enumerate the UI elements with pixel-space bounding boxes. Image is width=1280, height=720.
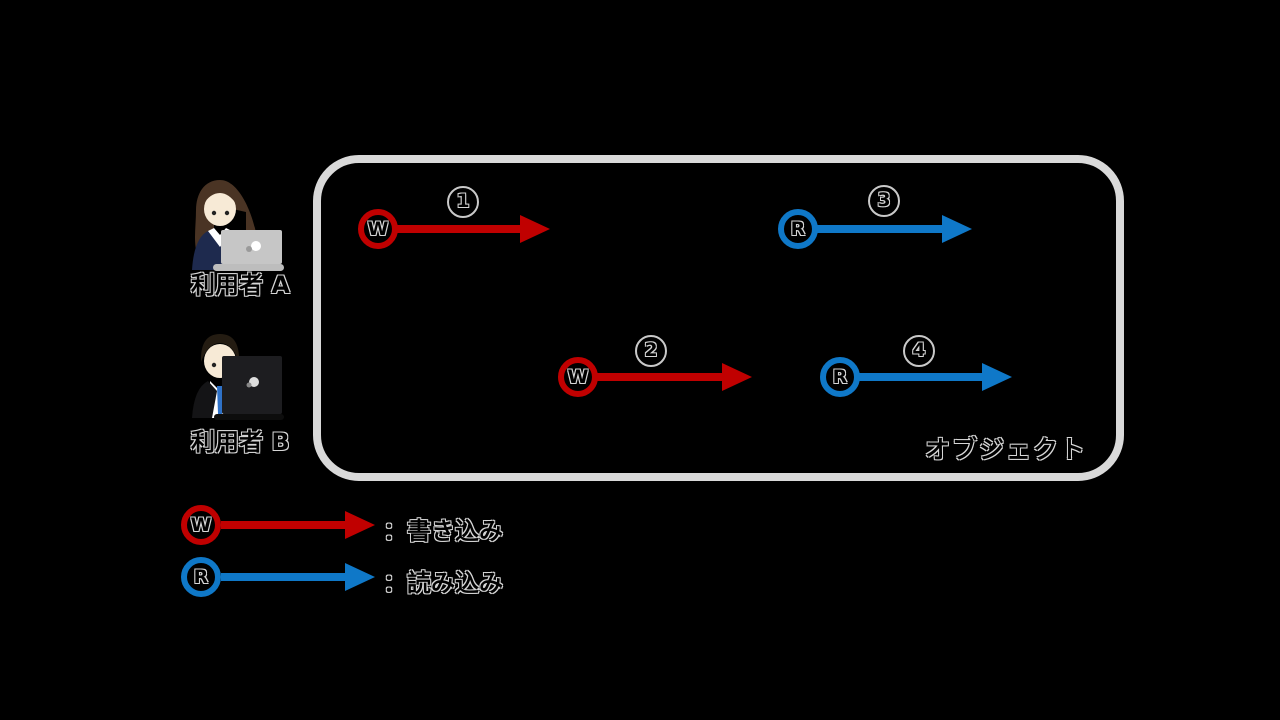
arrow-head-icon — [942, 215, 972, 243]
legend-write-marker-circle: W — [181, 505, 221, 545]
read-arrow-4 — [858, 363, 1012, 391]
legend-write-arrow — [221, 511, 375, 539]
arrow-shaft — [221, 521, 351, 529]
step-number-4: 4 — [903, 335, 935, 367]
write-marker-circle-1: W — [358, 209, 398, 249]
arrow-shaft — [596, 373, 728, 381]
arrow-shaft — [221, 573, 351, 581]
object-box — [313, 155, 1124, 481]
write-marker-circle-2: W — [558, 357, 598, 397]
legend-read-marker-circle: R — [181, 557, 221, 597]
read-marker-circle-3: R — [778, 209, 818, 249]
legend-read-label: ：読み込み — [383, 569, 503, 597]
read-arrow-3 — [816, 215, 972, 243]
read-marker-circle-4: R — [820, 357, 860, 397]
arrow-head-icon — [345, 511, 375, 539]
arrow-shaft — [858, 373, 988, 381]
step-number-1: 1 — [447, 186, 479, 218]
legend-read-arrow — [221, 563, 375, 591]
user-a-label: 利用者 A — [191, 271, 290, 299]
object-box-label: オブジェクト — [925, 435, 1088, 464]
legend-write-label: ：書き込み — [383, 517, 503, 545]
user-a-woman-laptop-icon — [192, 180, 284, 271]
user-b-man-laptop-icon — [192, 334, 284, 420]
step-number-3: 3 — [868, 185, 900, 217]
arrow-head-icon — [520, 215, 550, 243]
arrow-shaft — [816, 225, 948, 233]
arrow-head-icon — [345, 563, 375, 591]
user-b-label: 利用者 B — [191, 428, 290, 456]
write-arrow-2 — [596, 363, 752, 391]
arrow-shaft — [396, 225, 526, 233]
arrow-head-icon — [722, 363, 752, 391]
step-number-2: 2 — [635, 335, 667, 367]
arrow-head-icon — [982, 363, 1012, 391]
write-arrow-1 — [396, 215, 550, 243]
